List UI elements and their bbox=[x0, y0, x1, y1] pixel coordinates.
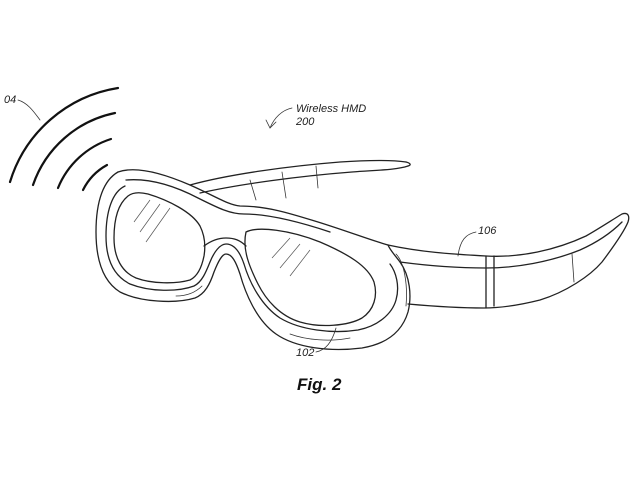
device-ref-number: 200 bbox=[296, 116, 315, 128]
hmd-glasses-frame bbox=[95, 159, 630, 351]
wireless-signal-icon bbox=[8, 86, 120, 192]
lens-leader-line bbox=[315, 327, 337, 353]
antenna-ref-label: 04 bbox=[4, 94, 17, 106]
figure-caption: Fig. 2 bbox=[297, 375, 342, 394]
antenna-leader-line bbox=[17, 99, 41, 121]
strap-leader-line bbox=[457, 231, 477, 257]
lens-ref-label: 102 bbox=[296, 347, 315, 359]
device-title-label: Wireless HMD bbox=[296, 103, 367, 115]
strap-ref-label: 106 bbox=[478, 225, 497, 237]
title-arrow bbox=[265, 107, 293, 129]
